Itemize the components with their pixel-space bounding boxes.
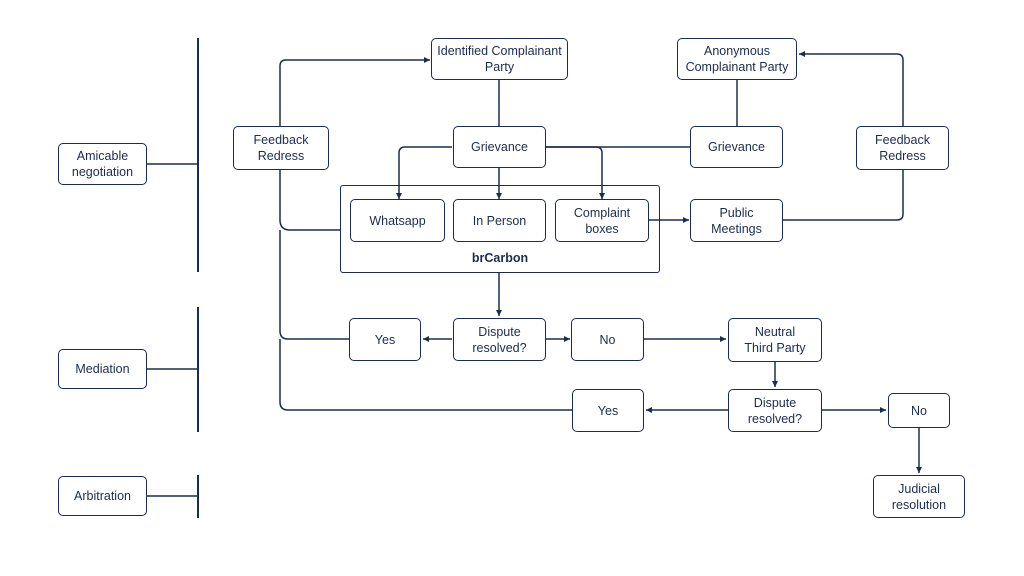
public-meetings: Public Meetings (690, 199, 783, 242)
whatsapp-label: Whatsapp (369, 213, 426, 228)
yes-1: Yes (349, 318, 421, 361)
stage-mediation: Mediation (58, 349, 147, 389)
public-meetings-label: Public Meetings (711, 205, 762, 236)
feedback-redress-left: Feedback Redress (233, 126, 329, 170)
edge-container-feedback-left (279, 170, 340, 231)
no-1: No (571, 318, 644, 361)
stage-arbitration-label: Arbitration (74, 489, 131, 503)
dispute-resolved-2-label: Dispute resolved? (747, 395, 803, 426)
channel-in-person: In Person (453, 199, 546, 242)
identified-party-label: Identified Complainant Party (437, 44, 562, 74)
dispute-resolved-1: Dispute resolved? (453, 318, 546, 361)
edge-grievance-whatsapp (396, 146, 452, 199)
yes-2-label: Yes (597, 403, 619, 418)
no-2-label: No (911, 403, 927, 418)
judicial-resolution: Judicial resolution (873, 475, 965, 518)
edge-grievance-complaint (546, 146, 605, 199)
yes-1-label: Yes (374, 332, 396, 347)
stage-arbitration: Arbitration (58, 476, 147, 516)
anonymous-party-label: Anonymous Complainant Party (685, 44, 789, 74)
grievance-right-label: Grievance (708, 140, 765, 154)
feedback-left-label: Feedback Redress (253, 133, 309, 163)
edge-feedback-left-identified (279, 57, 430, 126)
feedback-redress-right: Feedback Redress (856, 126, 949, 170)
dispute-resolved-1-label: Dispute resolved? (472, 324, 527, 355)
yes-2: Yes (572, 389, 644, 432)
neutral-third-party: Neutral Third Party (728, 318, 822, 362)
neutral-third-party-label: Neutral Third Party (744, 325, 806, 355)
stage-amicable-label: Amicable negotiation (71, 149, 134, 179)
channel-whatsapp: Whatsapp (350, 199, 445, 242)
edge-public-feedback-right (783, 170, 904, 221)
edge-yes1-feedback-left (279, 230, 349, 340)
identified-complainant-party: Identified Complainant Party (431, 38, 568, 80)
stage-amicable-negotiation: Amicable negotiation (58, 143, 147, 185)
brcarbon-container (340, 185, 660, 273)
no-1-label: No (599, 332, 616, 347)
grievance-left: Grievance (453, 126, 546, 168)
feedback-right-label: Feedback Redress (875, 133, 930, 163)
complaint-boxes-label: Complaint boxes (573, 205, 631, 236)
grievance-left-label: Grievance (471, 140, 528, 154)
edge-feedback-right-anonymous (799, 51, 904, 126)
stage-mediation-label: Mediation (75, 362, 130, 376)
in-person-label: In Person (472, 213, 527, 228)
dispute-resolved-2: Dispute resolved? (728, 389, 822, 432)
judicial-resolution-label: Judicial resolution (891, 481, 947, 512)
grievance-right: Grievance (690, 126, 783, 168)
anonymous-complainant-party: Anonymous Complainant Party (677, 38, 797, 80)
brcarbon-label: brCarbon (471, 251, 529, 265)
no-2: No (888, 393, 950, 428)
edge-yes2-feedback-left (279, 339, 572, 411)
channel-complaint-boxes: Complaint boxes (555, 199, 649, 242)
